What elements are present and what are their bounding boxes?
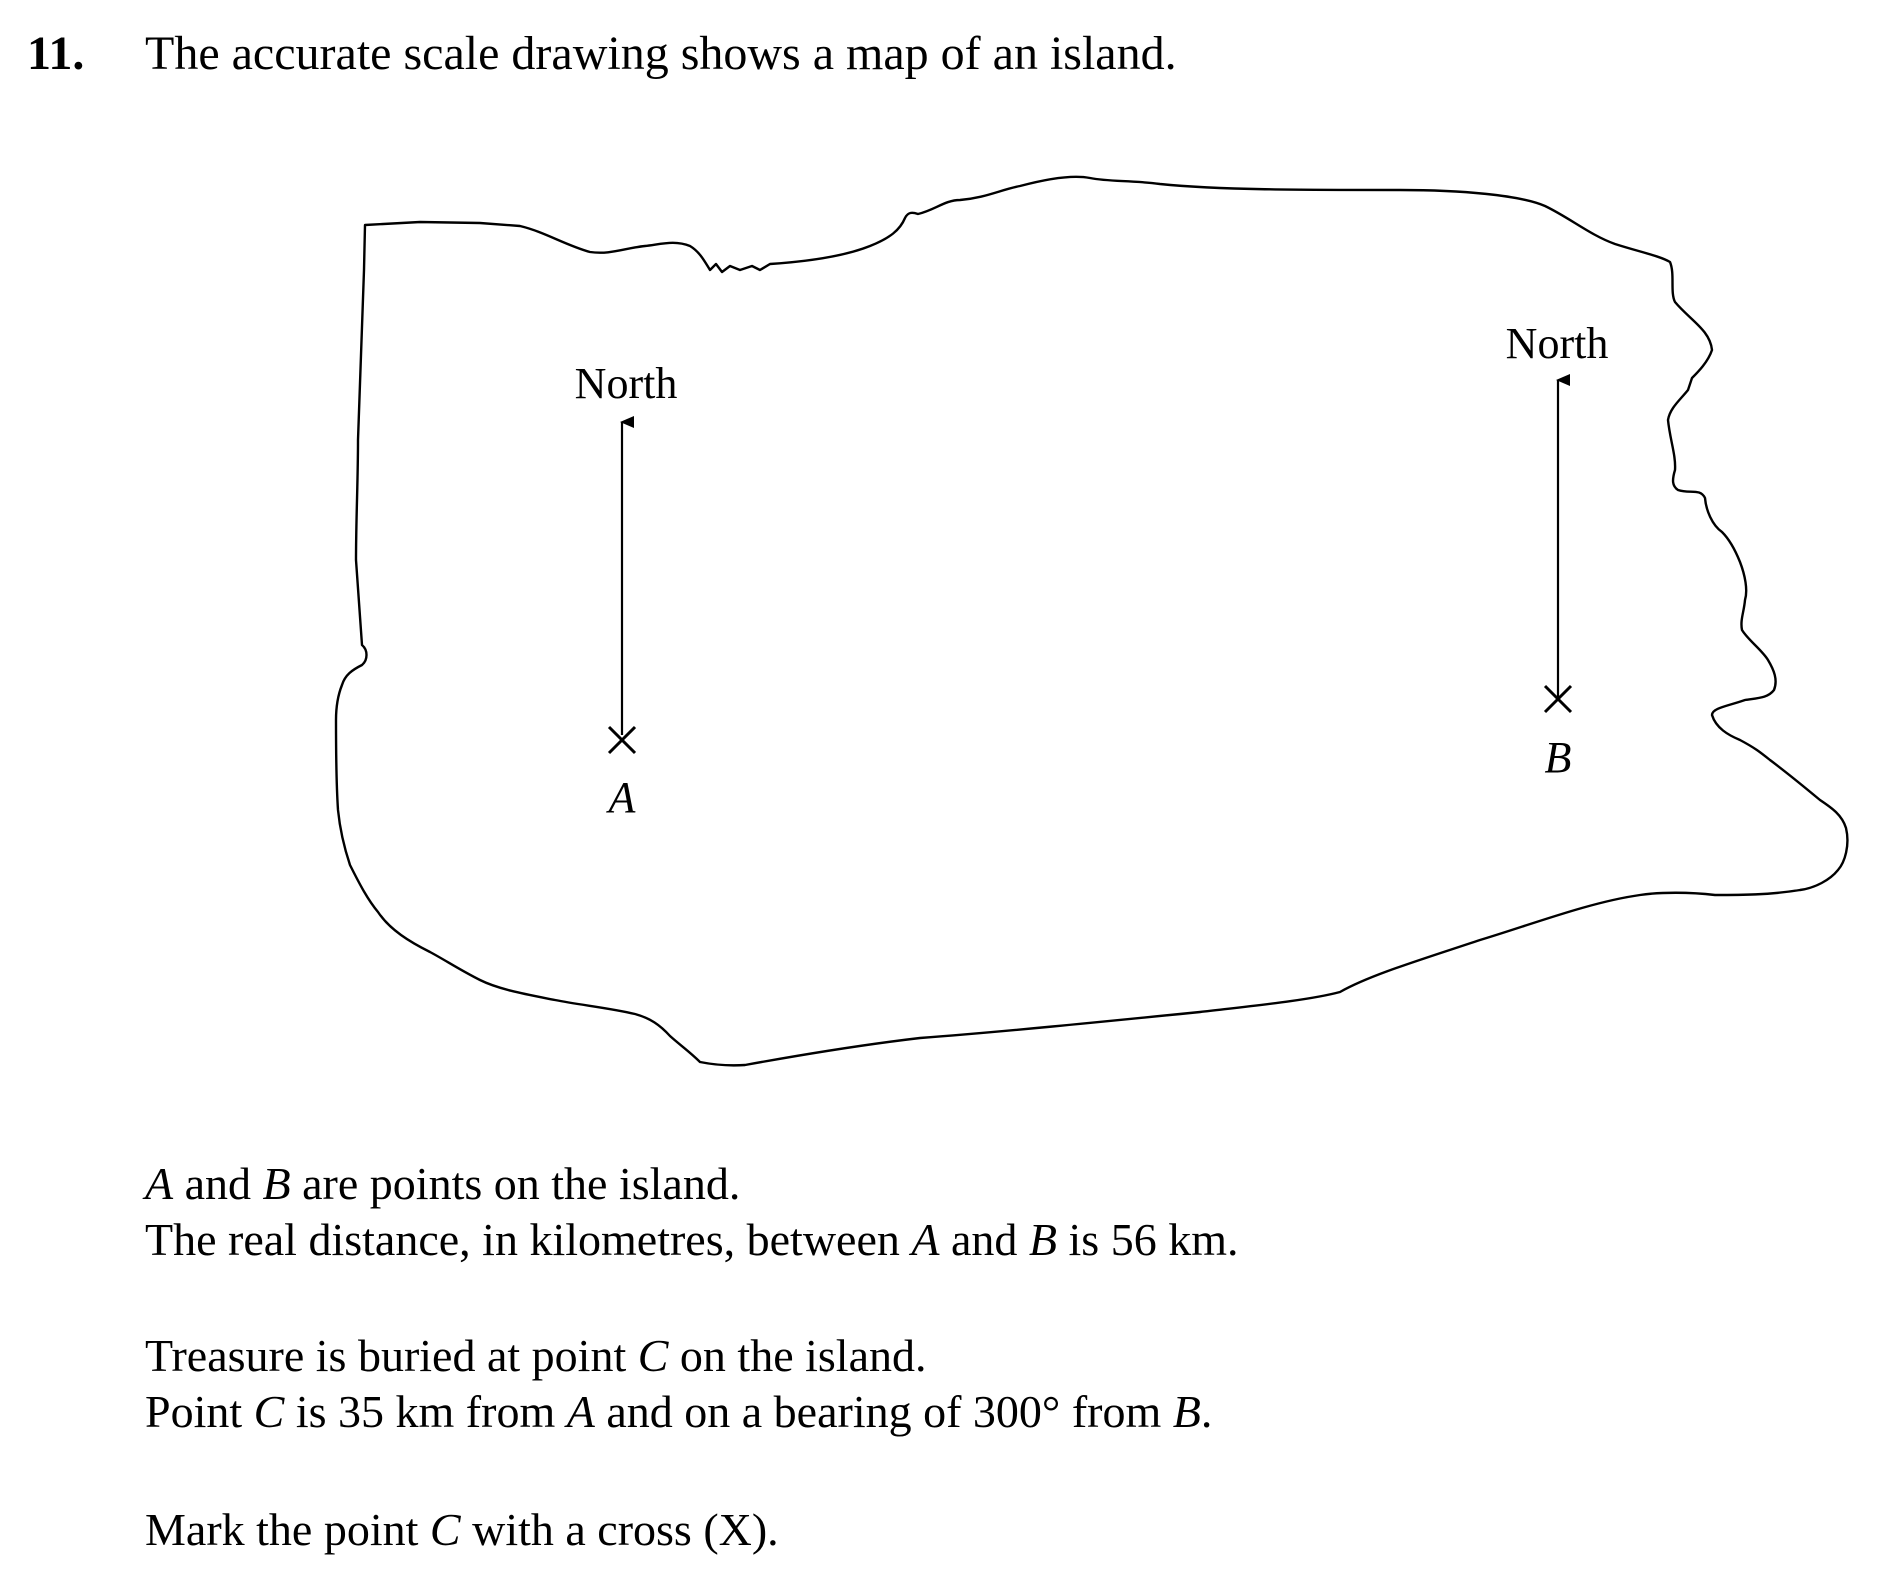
text-run: and on a bearing of 300° from — [594, 1386, 1173, 1437]
text-run: Point — [145, 1386, 254, 1437]
var-c: C — [637, 1330, 669, 1381]
var-b: B — [262, 1158, 291, 1209]
paragraph-instruction: Mark the point C with a cross (X). — [145, 1502, 779, 1558]
text-run: and — [939, 1214, 1029, 1265]
text-run: The real distance, in kilometres, betwee… — [145, 1214, 912, 1265]
text-line: A and B are points on the island. — [145, 1156, 1238, 1212]
text-run: Mark the point — [145, 1504, 430, 1555]
text-run: . — [1200, 1386, 1213, 1437]
text-line: Mark the point C with a cross (X). — [145, 1502, 779, 1558]
text-run: are points on the island. — [290, 1158, 741, 1209]
text-line: Treasure is buried at point C on the isl… — [145, 1328, 1212, 1384]
point-b-label: B — [1545, 733, 1572, 782]
point-b-cross — [1543, 684, 1573, 714]
var-a: A — [566, 1386, 595, 1437]
text-line: Point C is 35 km from A and on a bearing… — [145, 1384, 1212, 1440]
text-run: and — [173, 1158, 263, 1209]
question-number: 11. — [27, 27, 85, 80]
paragraph-treasure: Treasure is buried at point C on the isl… — [145, 1328, 1212, 1440]
var-a: A — [145, 1158, 174, 1209]
north-label-b: North — [1506, 319, 1609, 368]
var-b: B — [1172, 1386, 1201, 1437]
text-run: on the island. — [668, 1330, 927, 1381]
var-a: A — [911, 1214, 940, 1265]
var-c: C — [253, 1386, 285, 1437]
point-a-label: A — [606, 773, 637, 822]
text-run: is 56 km. — [1057, 1214, 1239, 1265]
paragraph-points: A and B are points on the island. The re… — [145, 1156, 1238, 1268]
text-line: The real distance, in kilometres, betwee… — [145, 1212, 1238, 1268]
var-b: B — [1028, 1214, 1058, 1265]
text-run: Treasure is buried at point — [145, 1330, 638, 1381]
north-label-a: North — [575, 359, 678, 408]
text-run: with a cross (X). — [460, 1504, 779, 1555]
text-run: is 35 km from — [284, 1386, 567, 1437]
var-c: C — [429, 1504, 461, 1555]
point-a-cross — [607, 725, 637, 755]
island-outline — [334, 175, 1849, 1067]
question-title: The accurate scale drawing shows a map o… — [145, 27, 1177, 80]
